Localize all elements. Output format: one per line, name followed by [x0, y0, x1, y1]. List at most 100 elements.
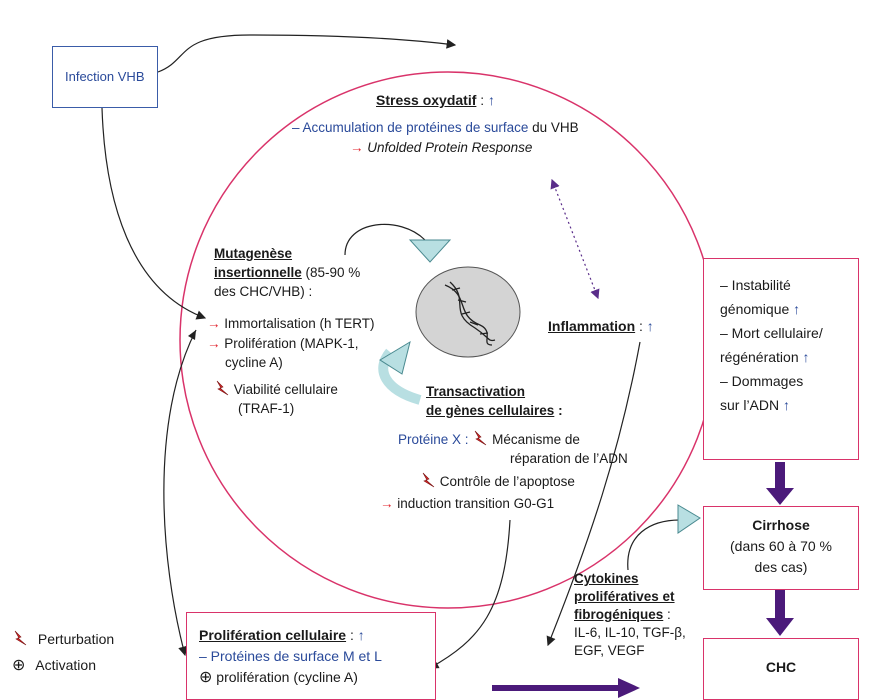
proliferation-heading: Prolifération cellulaire: [199, 627, 347, 643]
cirrhose-to-chc-arrow: [766, 590, 794, 636]
chc-title: CHC: [765, 659, 797, 675]
transactivation-item1-a: Mécanisme de: [492, 432, 580, 447]
cirrhose-box: Cirrhose (dans 60 à 70 % des cas): [703, 506, 859, 590]
teal-arrowhead-bottom: [379, 340, 411, 375]
legend: Perturbation ⊕ Activation: [12, 626, 114, 679]
cytokines-to-cirrhose-arrow: [627, 519, 681, 571]
instability-line1: – Instabilité: [720, 277, 791, 293]
cirrhose-line2: des cas): [754, 559, 808, 575]
mutagenese-item3-text-b: (TRAF-1): [238, 401, 295, 416]
transactivation-heading-1: Transactivation: [426, 384, 526, 399]
cytokines-line1: IL-6, IL-10, TGF-β,: [574, 625, 686, 640]
legend-perturbation-label: Perturbation: [37, 631, 115, 647]
proliferation-box: Prolifération cellulaire : ↑ – Protéines…: [186, 612, 436, 700]
inflammation-suffix: :: [635, 318, 647, 334]
transactivation-item3-text: induction transition G0-G1: [397, 496, 555, 511]
infection-vhb-box: Infection VHB: [52, 46, 158, 108]
stress-line1-blue: – Accumulation de protéines de surface: [292, 120, 529, 135]
teal-arrow-top: [344, 223, 426, 256]
proliferation-to-mutagenese-arrowhead: [188, 330, 196, 340]
cytokines-heading-1: Cytokines: [574, 571, 639, 586]
transactivation-item2-text: Contrôle de l’apoptose: [439, 474, 575, 489]
mutagenese-heading-2: insertionnelle: [214, 265, 302, 280]
cytokines-heading-2: prolifératives et: [574, 589, 675, 604]
mutagenese-detail-2: des CHC/VHB) :: [214, 284, 313, 299]
perturbation-icon: [475, 430, 487, 446]
instability-arrow-1: ↑: [793, 301, 801, 317]
activation-icon: ⊕: [199, 669, 213, 686]
cytokines-to-cirrhose-arrowhead: [677, 504, 701, 534]
mutagenese-to-proliferation-arrow: [163, 329, 197, 657]
stress-line2: → Unfolded Protein Response: [350, 138, 532, 157]
instability-line3: – Mort cellulaire/: [720, 325, 823, 341]
stress-up-arrow: ↑: [488, 92, 496, 108]
cytokines-suffix: :: [663, 607, 671, 622]
infection-to-circle-arrow: [157, 34, 457, 73]
instability-box: – Instabilité génomique ↑ – Mort cellula…: [703, 258, 859, 460]
activation-icon: ⊕: [12, 657, 26, 674]
chc-box: CHC: [703, 638, 859, 700]
mutagenese-item2-arrow: →: [207, 336, 221, 351]
mutagenese-item3-text-a: Viabilité cellulaire: [233, 382, 338, 397]
cytokines-line2: EGF, VEGF: [574, 643, 645, 658]
mutagenese-item2-text-a: Prolifération (MAPK-1,: [224, 336, 359, 351]
cirrhose-line1: (dans 60 à 70 %: [730, 538, 832, 554]
mutagenese-item2-text-b: cycline A): [225, 355, 283, 370]
transactivation-item3-arrow: →: [380, 496, 394, 511]
inflammation-to-cytokines-line: [546, 341, 641, 647]
instability-arrow-2: ↑: [802, 349, 810, 365]
transactivation-heading: Transactivation de gènes cellulaires :: [426, 382, 563, 420]
proliferation-line2: prolifération (cycline A): [216, 669, 358, 685]
mutagenese-item2: → Prolifération (MAPK-1, cycline A): [207, 334, 407, 372]
instability-line6: sur l’ADN: [720, 397, 780, 413]
transactivation-item2: Contrôle de l’apoptose: [420, 472, 640, 491]
infection-to-mutagenese-arrow: [101, 107, 207, 320]
perturbation-icon: [422, 472, 435, 488]
legend-activation-label: Activation: [35, 657, 96, 673]
stress-upr: Unfolded Protein Response: [367, 140, 533, 155]
stress-red-arrow: →: [350, 140, 364, 155]
inflammation-heading: Inflammation: [548, 318, 636, 334]
stress-line1: – Accumulation de protéines de surface d…: [292, 118, 579, 137]
instability-line5: – Dommages: [720, 373, 804, 389]
proliferation-suffix: :: [346, 627, 358, 643]
cytokines-block: Cytokines prolifératives et fibrogénique…: [574, 570, 704, 660]
mutagenese-item1-arrow: →: [207, 316, 221, 331]
mutagenese-block: Mutagenèse insertionnelle (85-90 % des C…: [214, 244, 404, 301]
proliferation-up-arrow: ↑: [357, 627, 365, 643]
stress-suffix: :: [476, 92, 489, 108]
perturbation-icon: [14, 630, 27, 646]
transactivation-item3: → induction transition G0-G1: [380, 494, 620, 513]
mutagenese-detail-1: (85-90 %: [301, 265, 361, 280]
mutagenese-heading-1: Mutagenèse: [214, 246, 293, 261]
transactivation-item1-b: réparation de l’ADN: [510, 451, 628, 466]
protein-x-label: Protéine X :: [398, 432, 469, 447]
mutagenese-item3: Viabilité cellulaire (TRAF-1): [214, 380, 414, 418]
inflammation-up-arrow: ↑: [646, 318, 654, 334]
instability-arrow-3: ↑: [783, 397, 791, 413]
proliferation-line1: – Protéines de surface M et L: [199, 648, 382, 664]
stress-inflammation-dotted-arrow: [550, 178, 600, 300]
cirrhose-title: Cirrhose: [752, 517, 810, 533]
mutagenese-item1-text: Immortalisation (h TERT): [224, 316, 375, 331]
legend-activation-row: ⊕ Activation: [12, 652, 114, 679]
teal-arrowhead-top: [408, 239, 452, 263]
instability-line4: régénération: [720, 349, 799, 365]
proliferation-to-chc-arrow: [492, 678, 640, 698]
perturbation-icon: [216, 380, 229, 396]
transactivation-item1: Protéine X : Mécanisme de réparation de …: [398, 430, 638, 468]
legend-perturbation-row: Perturbation: [12, 626, 114, 652]
transactivation-suffix: :: [554, 403, 563, 418]
stress-heading: Stress oxydatif: [376, 92, 477, 108]
stress-line1-black: du VHB: [528, 120, 579, 135]
inflammation-row: Inflammation : ↑: [548, 318, 654, 334]
instability-to-cirrhose-arrow: [766, 462, 794, 505]
mutagenese-item1: → Immortalisation (h TERT): [207, 314, 407, 333]
dna-helix-icon: [444, 281, 496, 346]
transactivation-to-proliferation-arrow: [428, 519, 511, 669]
stress-heading-row: Stress oxydatif : ↑: [376, 92, 495, 108]
infection-vhb-label: Infection VHB: [65, 69, 145, 84]
instability-line2: génomique: [720, 301, 790, 317]
cytokines-heading-3: fibrogéniques: [574, 607, 664, 622]
